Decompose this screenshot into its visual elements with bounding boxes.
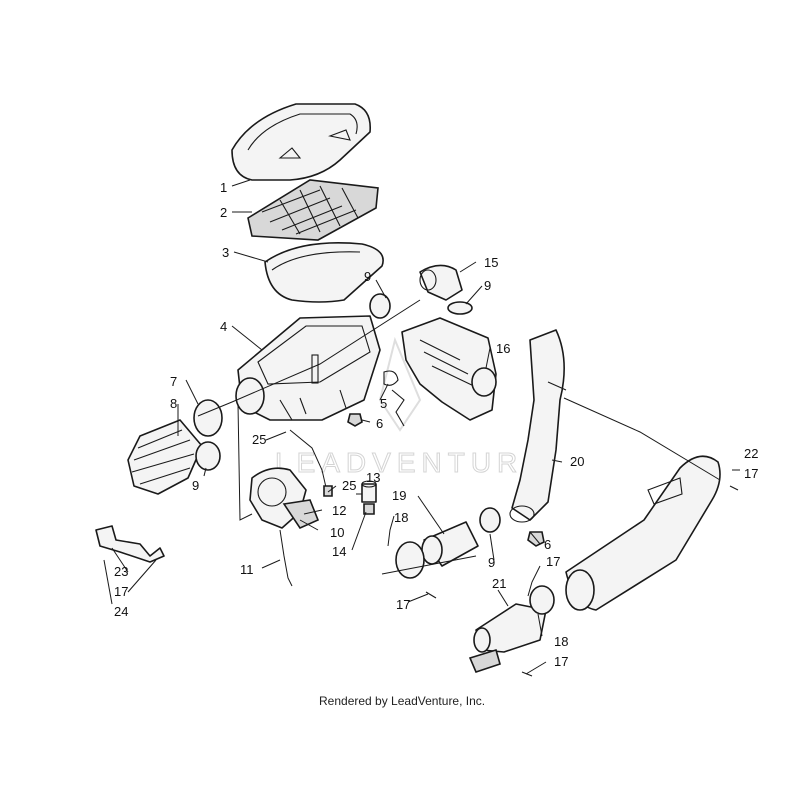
callout-9-elbow: 9 [484, 278, 491, 293]
callout-3: 3 [222, 245, 229, 260]
air-filter-element [264, 242, 384, 303]
callout-18-upper: 18 [394, 510, 408, 525]
callout-labels: 1 2 3 4 9 15 9 16 7 8 9 25 25 5 6 13 12 … [114, 180, 758, 669]
callout-19: 19 [392, 488, 406, 503]
leader-lines [103, 179, 740, 675]
callout-6-housing: 6 [376, 416, 383, 431]
callout-25-lower: 25 [342, 478, 356, 493]
callout-25-upper: 25 [252, 432, 266, 447]
bolt [347, 413, 363, 427]
callout-9-coupler: 9 [488, 555, 495, 570]
callout-20: 20 [570, 454, 584, 469]
callout-18-lower: 18 [554, 634, 568, 649]
hose-upper-stub [391, 389, 405, 427]
coupler-clamp [479, 507, 501, 533]
callout-11: 11 [240, 562, 254, 577]
callout-7: 7 [170, 374, 177, 389]
vent-hose [279, 529, 293, 587]
clamp-upper [369, 293, 391, 319]
elbow-mount-plate [468, 648, 501, 673]
cvt-intake-duct [401, 317, 497, 421]
boot-clamp [193, 399, 223, 437]
drain-hose [289, 429, 333, 497]
callout-17-ring: 17 [396, 597, 410, 612]
mounting-bracket [95, 525, 165, 563]
callout-17-lower: 17 [554, 654, 568, 669]
callout-21: 21 [492, 576, 506, 591]
watermark-text: LEADVENTURE [275, 447, 548, 478]
callout-24: 24 [114, 604, 128, 619]
callout-13: 13 [366, 470, 380, 485]
callout-1: 1 [220, 180, 227, 195]
callout-14: 14 [332, 544, 346, 559]
clip [383, 370, 399, 386]
callout-17-tube: 17 [744, 466, 758, 481]
callout-17-bracket: 17 [114, 584, 128, 599]
callout-6-duct: 6 [544, 537, 551, 552]
sealing-ring [395, 541, 425, 579]
callout-9-top: 9 [364, 269, 371, 284]
boot-clamp-lower [195, 441, 221, 471]
callout-17-mid: 17 [546, 554, 560, 569]
callout-8: 8 [170, 396, 177, 411]
intake-boot [127, 419, 203, 495]
callout-4: 4 [220, 319, 227, 334]
air-box-cover [231, 103, 372, 181]
callout-2: 2 [220, 205, 227, 220]
watermark: LEADVENTURE [275, 336, 548, 479]
callout-16: 16 [496, 341, 510, 356]
outlet-elbow [473, 603, 547, 653]
air-box-housing [235, 315, 381, 421]
screw-tube-end [729, 485, 739, 491]
callout-15: 15 [484, 255, 498, 270]
screw-elbow [521, 671, 533, 677]
callout-9-boot: 9 [192, 478, 199, 493]
callout-5: 5 [380, 396, 387, 411]
fuel-fitting [361, 480, 377, 515]
credit-text: Rendered by LeadVenture, Inc. [319, 694, 485, 708]
air-filter-grid [247, 179, 379, 241]
callout-22: 22 [744, 446, 758, 461]
outlet-gasket [529, 585, 555, 615]
cvt-duct-long [509, 329, 567, 523]
duct-coupler [421, 521, 479, 567]
carburetor [249, 467, 320, 530]
callout-12: 12 [332, 503, 346, 518]
screw-lower-left [425, 591, 437, 599]
intake-elbow [419, 264, 463, 301]
clamp-elbow [447, 301, 473, 315]
callout-10: 10 [330, 525, 344, 540]
cvt-outlet-tube [565, 455, 721, 611]
callout-23: 23 [114, 564, 128, 579]
